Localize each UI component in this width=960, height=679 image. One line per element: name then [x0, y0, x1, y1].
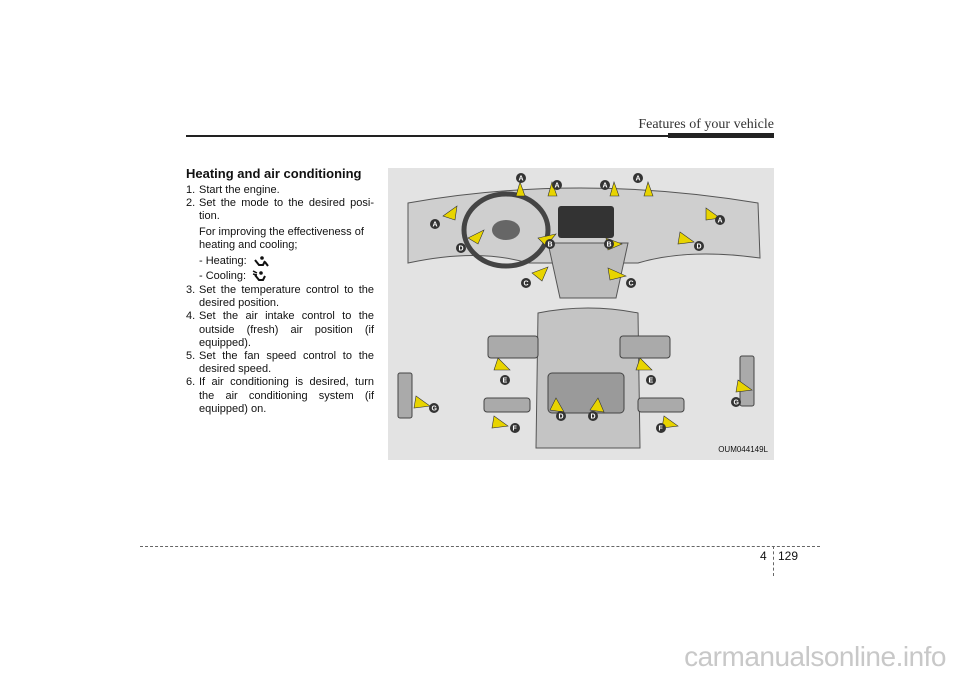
vent-label-a: A [600, 180, 610, 190]
step-number: 5. [186, 350, 196, 363]
cooling-mode-icon [252, 269, 266, 281]
heating-mode-icon [253, 255, 269, 267]
vent-label-d: D [694, 241, 704, 251]
step-1: 1. Start the engine. [186, 184, 374, 197]
svg-text:A: A [433, 222, 438, 229]
chapter-number: 4 [760, 549, 767, 563]
svg-text:A: A [636, 176, 641, 183]
step-number: 2. [186, 197, 196, 210]
vent-label-a: A [633, 173, 643, 183]
footer-divider [773, 546, 774, 576]
vent-label-b: B [604, 239, 614, 249]
header-rule-tab [668, 133, 774, 138]
svg-text:D: D [697, 244, 702, 251]
vent-label-d: D [556, 411, 566, 421]
figure-code: OUM044149L [718, 445, 768, 454]
vent-label-c: C [626, 278, 636, 288]
svg-text:A: A [603, 183, 608, 190]
step-text: Start the engine. [199, 184, 280, 196]
watermark[interactable]: carmanualsonline.info [684, 641, 946, 672]
heating-mode: - Heating: [186, 254, 374, 269]
vent-label-g: G [731, 397, 741, 407]
vent-label-a: A [715, 215, 725, 225]
step-note: For improving the effectiveness of heati… [199, 225, 364, 251]
step-text: Set the air intake control to the outsid… [199, 310, 374, 349]
vent-label-d: D [456, 243, 466, 253]
svg-text:A: A [718, 218, 723, 225]
page-header-title: Features of your vehicle [638, 117, 774, 132]
step-text: Set the mode to the desired posi-tion. [199, 197, 374, 223]
step-number: 6. [186, 376, 196, 389]
vent-label-a: A [552, 180, 562, 190]
vent-diagram-illustration: A A A A A A B B C C D D D D E E F F G G [397, 173, 761, 449]
vent-label-d: D [588, 411, 598, 421]
footer-rule [140, 546, 820, 547]
page-number: 129 [778, 549, 799, 563]
header-rule [186, 135, 774, 137]
svg-text:B: B [548, 242, 553, 249]
step-number: 4. [186, 310, 196, 323]
vent-label-e: E [646, 375, 656, 385]
svg-text:A: A [555, 183, 560, 190]
svg-text:E: E [649, 378, 654, 385]
svg-text:D: D [591, 414, 596, 421]
vent-label-f: F [510, 423, 520, 433]
step-number: 3. [186, 284, 196, 297]
svg-text:D: D [459, 246, 464, 253]
svg-text:G: G [734, 400, 740, 407]
step-number: 1. [186, 184, 196, 196]
cooling-mode: - Cooling: [186, 269, 374, 284]
svg-text:F: F [513, 426, 518, 433]
cooling-label: - Cooling: [199, 269, 247, 282]
svg-text:C: C [524, 281, 529, 288]
step-2: 2. Set the mode to the desired posi-tion… [186, 197, 374, 223]
svg-text:E: E [503, 378, 508, 385]
step-text: If air conditioning is desired, turn the… [199, 376, 374, 415]
svg-text:D: D [559, 414, 564, 421]
instruction-list: 1. Start the engine. 2. Set the mode to … [186, 184, 374, 416]
svg-text:G: G [432, 406, 438, 413]
vent-diagram: A A A A A A B B C C D D D D E E F F G G … [388, 168, 774, 460]
vent-label-a: A [430, 219, 440, 229]
svg-text:C: C [629, 281, 634, 288]
step-text: Set the temperature control to the desir… [199, 284, 374, 310]
vent-label-b: B [545, 239, 555, 249]
step-6: 6. If air conditioning is desired, turn … [186, 376, 374, 416]
step-text: Set the fan speed control to the desired… [199, 350, 374, 376]
step-3: 3. Set the temperature control to the de… [186, 284, 374, 310]
vent-label-g: G [429, 403, 439, 413]
vent-label-c: C [521, 278, 531, 288]
svg-text:A: A [519, 176, 524, 183]
svg-text:B: B [607, 242, 612, 249]
vent-label-a: A [516, 173, 526, 183]
section-title: Heating and air conditioning [186, 166, 362, 181]
vent-label-f: F [656, 423, 666, 433]
step-5: 5. Set the fan speed control to the desi… [186, 350, 374, 376]
step-4: 4. Set the air intake control to the out… [186, 310, 374, 350]
heating-label: - Heating: [199, 254, 247, 267]
svg-text:F: F [659, 426, 664, 433]
vent-label-e: E [500, 375, 510, 385]
